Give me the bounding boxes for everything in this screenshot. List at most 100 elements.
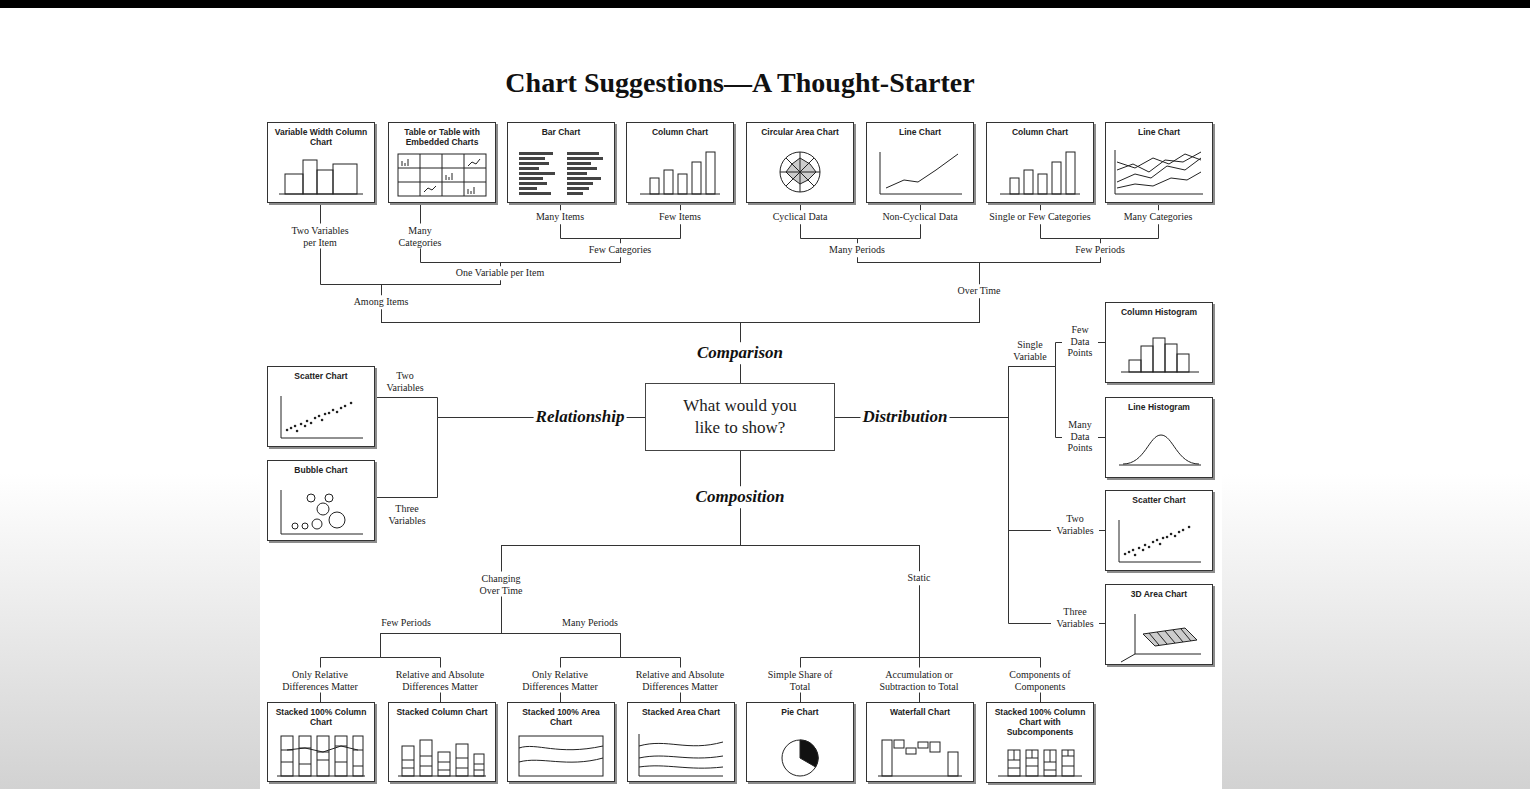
waterfall-chart-icon	[906, 748, 916, 754]
branch-label: Relative and Absolute Differences Matter	[388, 668, 492, 693]
column-chart-icon	[640, 152, 720, 194]
scatter-chart-icon	[1119, 520, 1201, 562]
area-3d-icon	[1121, 614, 1201, 662]
chart-box: Line Chart	[866, 122, 974, 203]
branch-label: Three Variables	[385, 503, 429, 526]
chart-title: Line Histogram	[1106, 398, 1212, 412]
chart-title: Waterfall Chart	[867, 703, 973, 717]
waterfall-chart-icon	[948, 752, 958, 776]
stacked-100-column-icon	[281, 746, 363, 766]
waterfall-chart-icon	[918, 742, 928, 748]
category-label: Composition	[694, 486, 787, 508]
bubble-chart-icon	[317, 503, 329, 515]
stacked-100-subcomponent-icon	[998, 750, 1082, 776]
column-chart-icon	[1038, 174, 1047, 194]
branch-connector	[382, 204, 741, 384]
scatter-chart-icon	[1125, 527, 1189, 555]
pie-chart-icon	[782, 740, 818, 776]
chart-box: Column Histogram	[1105, 302, 1213, 383]
waterfall-chart-icon	[894, 740, 904, 748]
chart-box: Table or Table with Embedded Charts	[388, 122, 496, 203]
chart-box: Bubble Chart	[267, 460, 375, 541]
chart-title: Stacked 100% Column Chart	[268, 703, 374, 727]
branch-label: Cyclical Data	[771, 210, 830, 224]
variable-width-column-icon	[285, 174, 303, 194]
branch-connector	[381, 452, 741, 703]
bubble-chart-icon	[325, 494, 333, 502]
area-3d-icon	[1149, 629, 1191, 645]
chart-box: Pie Chart	[746, 702, 854, 782]
column-histogram-icon	[1129, 360, 1141, 372]
branch-connector	[836, 418, 1106, 624]
variable-width-column-icon	[333, 164, 357, 194]
bubble-chart-icon	[312, 519, 322, 529]
stacked-area-icon	[639, 734, 723, 776]
line-chart-icon	[880, 152, 962, 194]
top-bar	[0, 0, 1530, 8]
line-chart-icon	[886, 154, 958, 188]
bubble-chart-icon	[281, 490, 363, 534]
stacked-100-column-icon	[281, 736, 293, 776]
column-chart-icon	[1052, 162, 1061, 194]
column-chart-icon	[1024, 170, 1033, 194]
column-chart-icon	[706, 152, 715, 194]
branch-label: Two Variables	[383, 370, 427, 393]
branch-connector	[321, 452, 741, 703]
branch-label: Many Data Points	[1062, 418, 1098, 455]
chart-box: 3D Area Chart	[1105, 584, 1213, 665]
stacked-column-icon	[438, 752, 450, 776]
area-3d-icon	[1121, 614, 1201, 662]
chart-box: Scatter Chart	[267, 366, 375, 447]
branch-label: Few Data Points	[1062, 323, 1098, 360]
table-icon	[398, 154, 486, 196]
branch-label: Over Time	[955, 284, 1002, 298]
chart-title: Column Chart	[987, 123, 1093, 137]
column-histogram-icon	[1153, 338, 1165, 372]
column-chart-icon	[664, 170, 673, 194]
branch-label: Few Periods	[1073, 243, 1127, 257]
chart-box: Bar Chart	[507, 122, 615, 203]
waterfall-chart-icon	[930, 742, 940, 752]
diagram-title: Chart Suggestions—A Thought-Starter	[390, 66, 1090, 100]
chart-box: Circular Area Chart	[746, 122, 854, 203]
chart-box: Variable Width Column Chart	[267, 122, 375, 203]
multi-line-chart-icon	[1115, 150, 1203, 194]
stacked-100-column-icon	[317, 736, 329, 776]
variable-width-column-icon	[303, 160, 317, 194]
branch-label: Only Relative Differences Matter	[272, 668, 368, 693]
column-histogram-icon	[1165, 344, 1177, 372]
branch-label: Many Periods	[827, 243, 887, 257]
chart-box: Stacked Column Chart	[388, 702, 496, 782]
stacked-100-column-icon	[299, 736, 311, 776]
chart-title: Pie Chart	[747, 703, 853, 717]
line-histogram-icon	[1119, 465, 1201, 466]
stacked-100-area-icon	[519, 736, 603, 776]
stacked-100-area-icon	[519, 736, 603, 776]
line-histogram-icon	[1119, 435, 1201, 465]
chart-box: Stacked 100% Column Chart with Subcompon…	[986, 702, 1094, 783]
multi-line-chart-icon	[1117, 152, 1201, 188]
circular-area-icon	[780, 152, 820, 192]
category-label: Comparison	[695, 342, 785, 364]
branch-label: Few Categories	[587, 243, 654, 257]
branch-label: Two Variables	[1051, 512, 1099, 537]
branch-label: Many Items	[534, 210, 586, 224]
column-chart-icon	[1010, 178, 1019, 194]
chart-title: Column Chart	[627, 123, 733, 137]
chart-title: Stacked Area Chart	[628, 703, 734, 717]
stacked-100-column-icon	[353, 736, 363, 776]
branch-label: Accumulation or Subtraction to Total	[867, 668, 971, 693]
branch-connector	[382, 204, 741, 384]
chart-box: Stacked 100% Area Chart	[507, 702, 615, 782]
column-chart-icon	[1066, 152, 1075, 194]
chart-title: 3D Area Chart	[1106, 585, 1212, 599]
branch-label: Single or Few Categories	[987, 210, 1092, 224]
chart-title: Circular Area Chart	[747, 123, 853, 137]
column-chart-icon	[1000, 152, 1080, 194]
stacked-area-icon	[639, 734, 723, 776]
pie-chart-icon	[782, 740, 818, 776]
branch-connector	[741, 204, 1159, 384]
stacked-100-area-icon	[519, 746, 603, 762]
branch-label: Two Variables per Item	[285, 224, 355, 249]
pie-chart-icon	[800, 740, 818, 767]
